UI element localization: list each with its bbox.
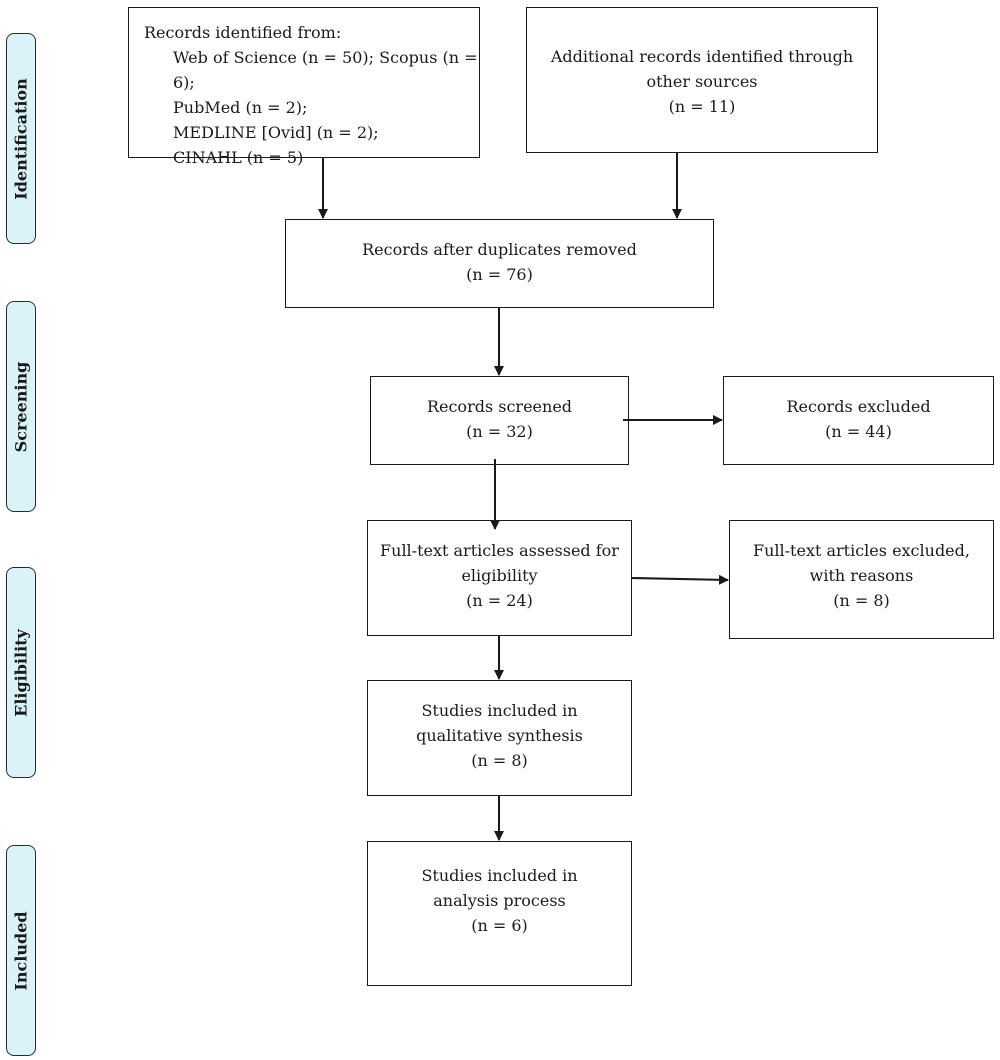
records-screened-count: (n = 32) [466, 422, 533, 441]
fulltext-excluded-box: Full-text articles excluded, with reason… [729, 520, 994, 639]
stage-included: Included [6, 845, 36, 1056]
stage-screening-label: Screening [11, 361, 31, 452]
analysis-process-box: Studies included in analysis process (n … [367, 841, 632, 986]
records-identified-line: CINAHL (n = 5) [173, 148, 304, 167]
records-excluded-line1: Records excluded [786, 397, 931, 416]
after-duplicates-box: Records after duplicates removed (n = 76… [285, 219, 714, 308]
analysis-process-count: (n = 6) [471, 916, 528, 935]
records-excluded-count: (n = 44) [825, 422, 892, 441]
stage-identification-label: Identification [11, 77, 31, 200]
fulltext-assessed-count: (n = 24) [466, 591, 533, 610]
records-screened-box: Records screened (n = 32) [370, 376, 629, 465]
fulltext-assessed-box: Full-text articles assessed for eligibil… [367, 520, 632, 636]
stage-eligibility-label: Eligibility [11, 628, 31, 717]
stage-identification: Identification [6, 33, 36, 244]
fulltext-excluded-line1: Full-text articles excluded, [753, 541, 970, 560]
fulltext-excluded-count: (n = 8) [833, 591, 890, 610]
analysis-process-line1: Studies included in [421, 866, 578, 885]
qualitative-synthesis-line2: qualitative synthesis [416, 726, 583, 745]
additional-records-line1: Additional records identified through [550, 47, 854, 66]
after-duplicates-line1: Records after duplicates removed [362, 240, 637, 259]
stage-included-label: Included [11, 910, 31, 991]
qualitative-synthesis-count: (n = 8) [471, 751, 528, 770]
qualitative-synthesis-line1: Studies included in [421, 701, 578, 720]
stage-screening: Screening [6, 301, 36, 512]
records-excluded-box: Records excluded (n = 44) [723, 376, 994, 465]
records-identified-line: PubMed (n = 2); [173, 98, 308, 117]
records-screened-line1: Records screened [426, 397, 573, 416]
additional-records-line2: other sources [646, 72, 758, 91]
after-duplicates-count: (n = 76) [466, 265, 533, 284]
additional-records-count: (n = 11) [668, 97, 736, 116]
additional-records-box: Additional records identified through ot… [526, 7, 878, 153]
records-identified-line: Web of Science (n = 50); Scopus (n = 6); [173, 48, 478, 92]
stage-eligibility: Eligibility [6, 567, 36, 778]
arrow-fulltext-to-excluded [631, 574, 729, 585]
records-identified-line: MEDLINE [Ovid] (n = 2); [173, 123, 379, 142]
fulltext-assessed-line2: eligibility [461, 566, 538, 585]
qualitative-synthesis-box: Studies included in qualitative synthesi… [367, 680, 632, 796]
records-identified-box: Records identified from: Web of Science … [128, 7, 480, 167]
records-identified-heading: Records identified from: [144, 23, 342, 42]
fulltext-assessed-line1: Full-text articles assessed for [380, 541, 619, 560]
fulltext-excluded-line2: with reasons [809, 566, 914, 585]
analysis-process-line2: analysis process [433, 891, 566, 910]
